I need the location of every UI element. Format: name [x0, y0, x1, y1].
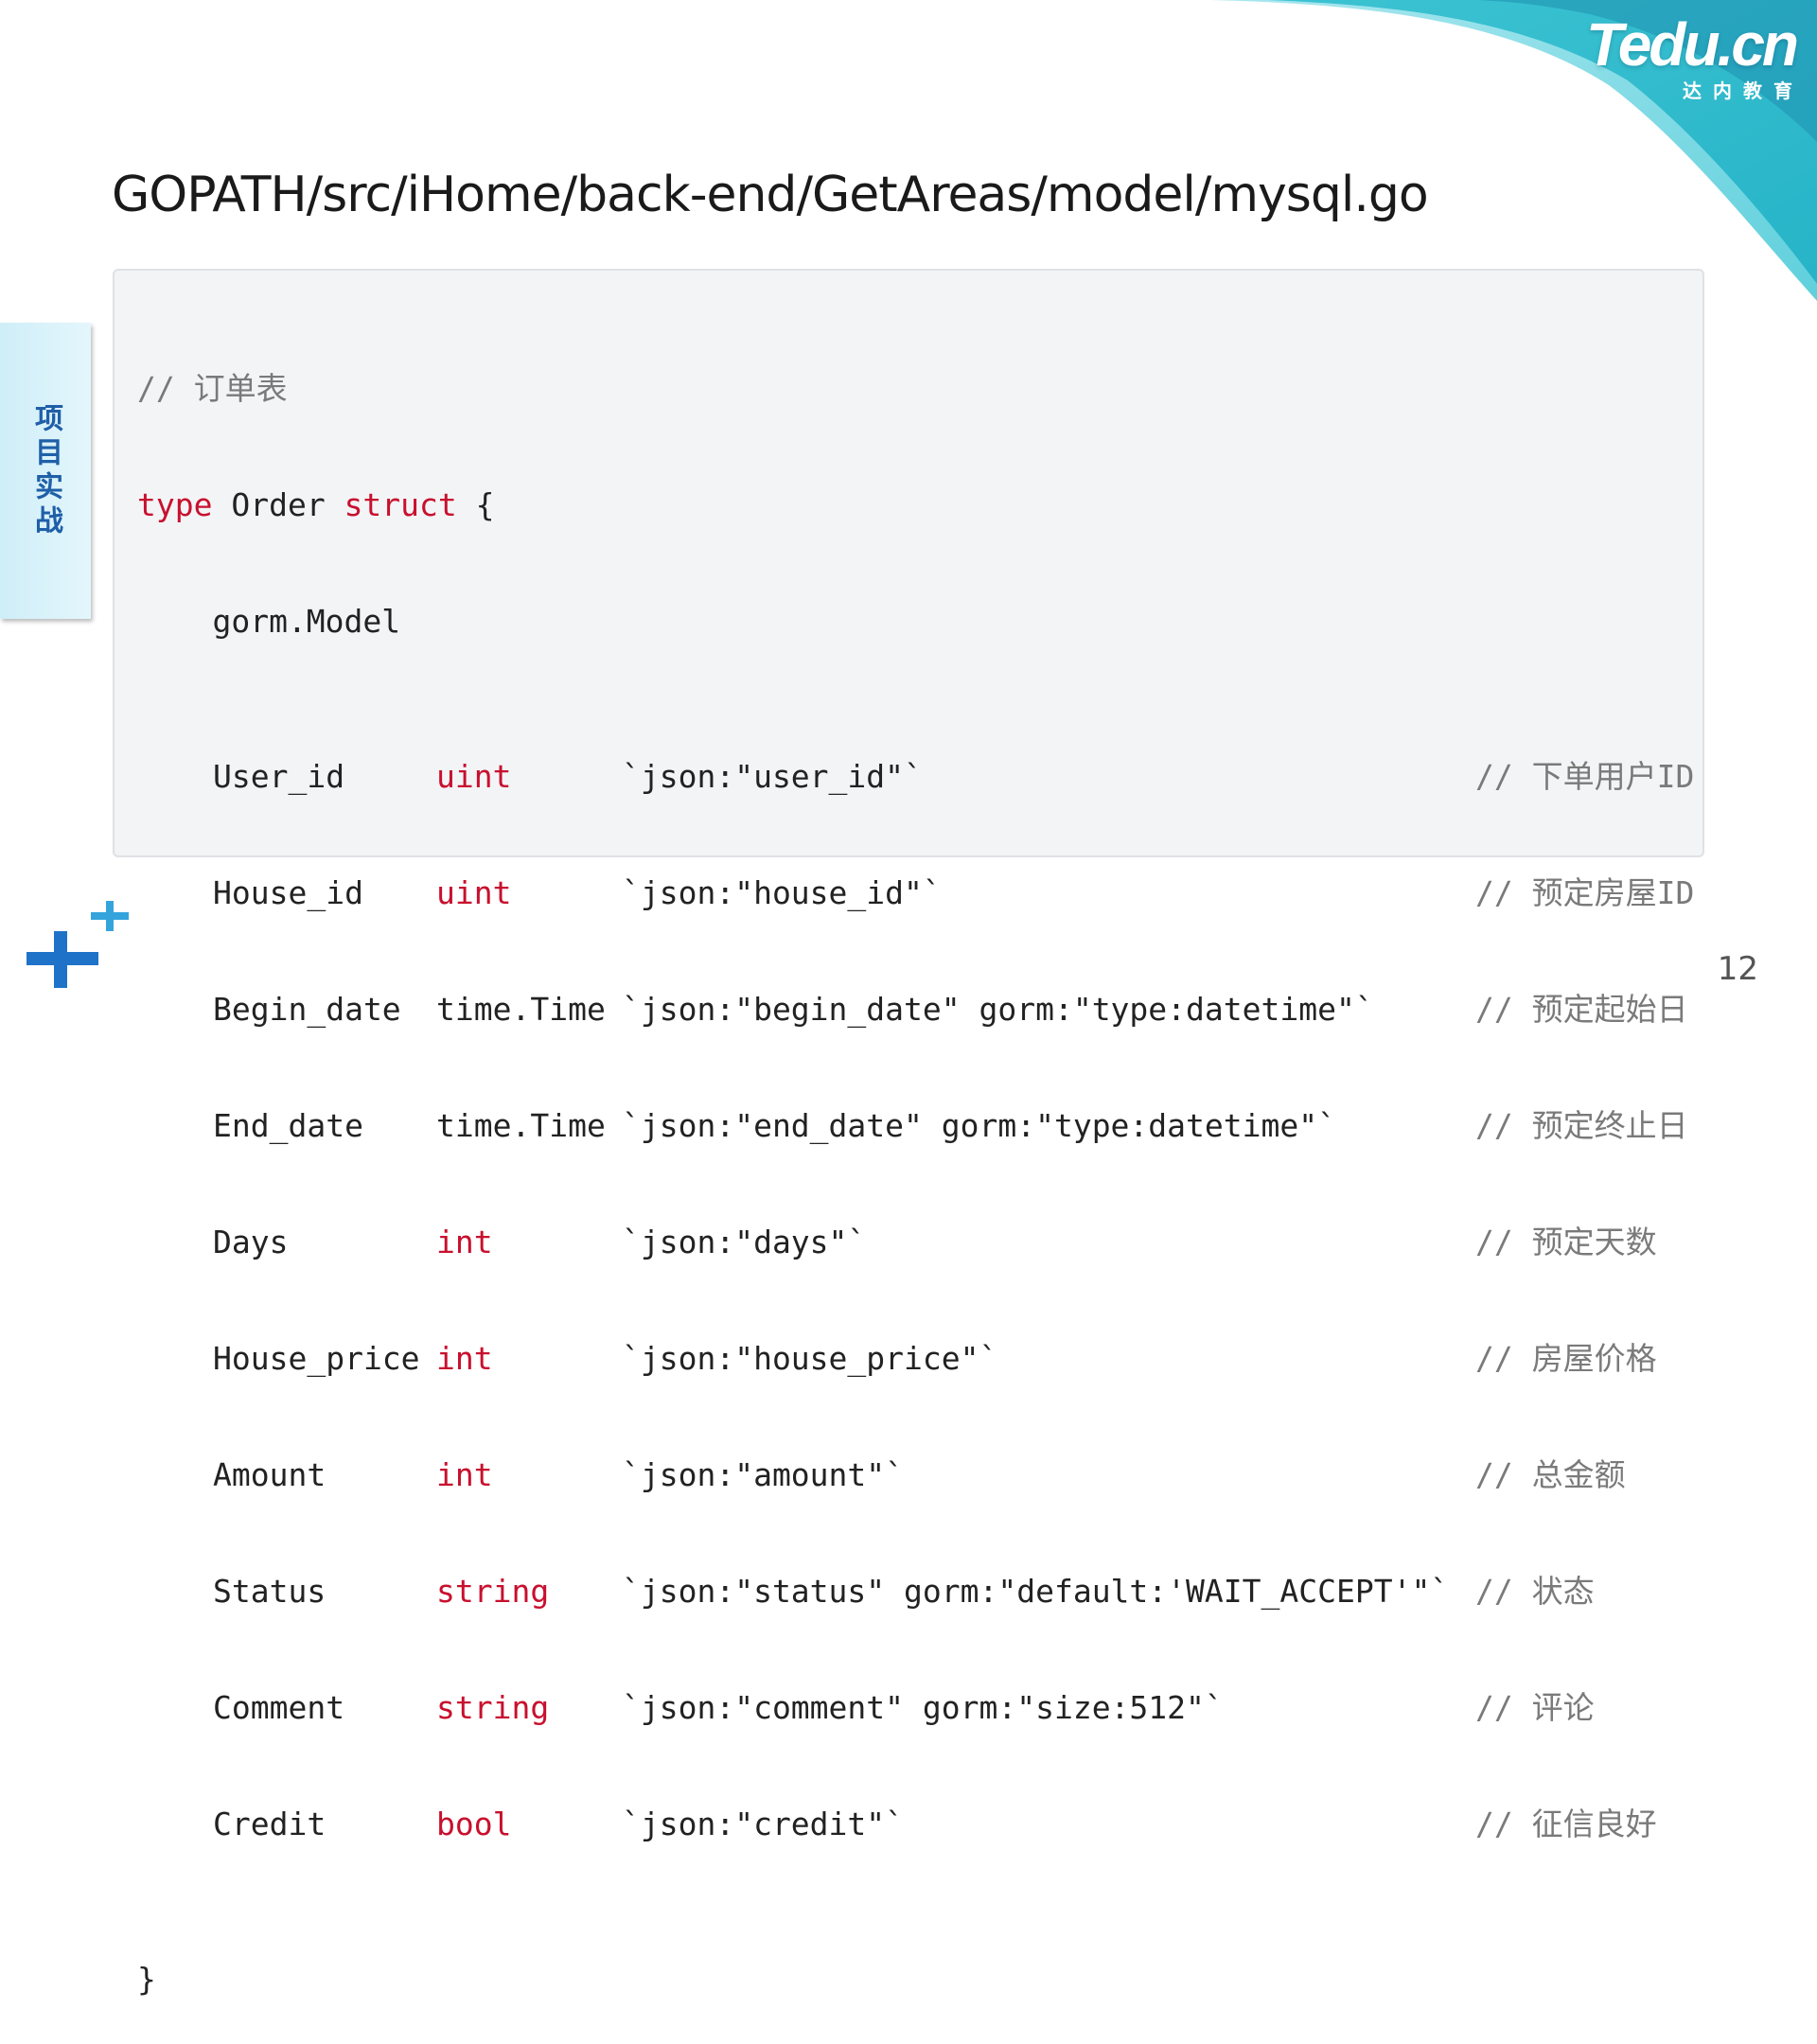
field-type: int	[436, 1456, 493, 1493]
field-type: uint	[436, 758, 512, 795]
code-field-row: House_id uint `json:"house_id"` // 预定房屋ID	[137, 873, 1694, 912]
code-content: // 订单表 type Order struct { gorm.Model Us…	[137, 291, 1694, 2044]
field-comment: // 房屋价格	[1475, 1340, 1657, 1377]
field-comment: // 预定房屋ID	[1475, 874, 1695, 911]
field-tag: `json:"status" gorm:"default:'WAIT_ACCEP…	[622, 1573, 1450, 1610]
logo-wordmark: Tedu.cn	[1586, 10, 1799, 79]
brace-open: {	[456, 486, 495, 523]
field-type: time.Time	[436, 1107, 606, 1144]
field-comment: // 预定天数	[1475, 1224, 1657, 1260]
code-field-row: Credit bool `json:"credit"` // 征信良好	[137, 1805, 1689, 1843]
side-section-tab: 项目实战	[0, 323, 91, 619]
code-brace-close: }	[137, 1961, 156, 1998]
code-field-row: House_price int `json:"house_price"` // 房屋价…	[137, 1339, 1689, 1378]
field-type: int	[436, 1224, 493, 1260]
field-name: Amount	[213, 1456, 326, 1493]
slide-title: GOPATH/src/iHome/back-end/GetAreas/model…	[112, 167, 1429, 223]
code-header-comment: // 订单表	[137, 370, 288, 407]
code-field-row: Comment string `json:"comment" gorm:"size:…	[137, 1688, 1689, 1727]
field-tag: `json:"comment" gorm:"size:512"`	[622, 1689, 1224, 1726]
code-struct-declaration: type Order struct {	[137, 485, 1689, 524]
field-tag: `json:"house_id"`	[622, 874, 942, 911]
code-field-row: End_date time.Time `json:"end_date" gorm:"…	[137, 1106, 1689, 1145]
code-field-row: Begin_date time.Time `json:"begin_date" go…	[137, 990, 1689, 1029]
code-field-row: Amount int `json:"amount"` // 总金额	[137, 1455, 1689, 1494]
keyword-struct: struct	[344, 486, 457, 523]
struct-name: Order	[212, 486, 344, 523]
keyword-type: type	[137, 486, 213, 523]
field-tag: `json:"house_price"`	[622, 1340, 998, 1377]
field-name: Begin_date	[213, 991, 401, 1028]
field-tag: `json:"begin_date" gorm:"type:datetime"`	[622, 991, 1374, 1028]
plus-big-icon	[26, 931, 98, 988]
plus-small-icon	[91, 901, 129, 931]
code-embedded-field: gorm.Model	[137, 603, 401, 640]
code-field-row: Days int `json:"days"` // 预定天数	[137, 1223, 1689, 1261]
tedu-logo: Tedu.cn 达内教育	[1586, 10, 1799, 103]
field-name: Days	[213, 1224, 289, 1260]
logo-subtitle: 达内教育	[1683, 79, 1804, 102]
field-type: string	[436, 1689, 550, 1726]
field-name: House_price	[213, 1340, 420, 1377]
code-field-row: Status string `json:"status" gorm:"default…	[137, 1572, 1689, 1611]
field-tag: `json:"user_id"`	[622, 758, 923, 795]
field-type: bool	[436, 1806, 512, 1842]
field-type: string	[436, 1573, 550, 1610]
field-tag: `json:"end_date" gorm:"type:datetime"`	[622, 1107, 1336, 1144]
field-type: time.Time	[436, 991, 606, 1028]
field-tag: `json:"credit"`	[622, 1806, 905, 1842]
side-tab-label: 项目实战	[29, 402, 62, 539]
field-comment: // 总金额	[1475, 1456, 1626, 1493]
field-comment: // 预定终止日	[1475, 1107, 1688, 1144]
field-type: int	[436, 1340, 493, 1377]
code-field-row: User_id uint `json:"user_id"` // 下单用户ID	[137, 757, 1694, 796]
field-comment: // 状态	[1475, 1573, 1595, 1610]
field-name: Credit	[213, 1806, 326, 1842]
page-number: 12	[1717, 950, 1758, 988]
field-comment: // 征信良好	[1475, 1806, 1657, 1842]
field-name: User_id	[213, 758, 345, 795]
field-type: uint	[436, 874, 512, 911]
field-comment: // 评论	[1475, 1689, 1595, 1726]
field-tag: `json:"days"`	[622, 1224, 867, 1260]
field-comment: // 预定起始日	[1475, 991, 1688, 1028]
field-comment: // 下单用户ID	[1475, 758, 1695, 795]
field-name: House_id	[213, 874, 363, 911]
field-name: Status	[213, 1573, 326, 1610]
field-name: Comment	[213, 1689, 345, 1726]
field-name: End_date	[213, 1107, 363, 1144]
field-tag: `json:"amount"`	[622, 1456, 905, 1493]
code-block: // 订单表 type Order struct { gorm.Model Us…	[113, 269, 1704, 1998]
